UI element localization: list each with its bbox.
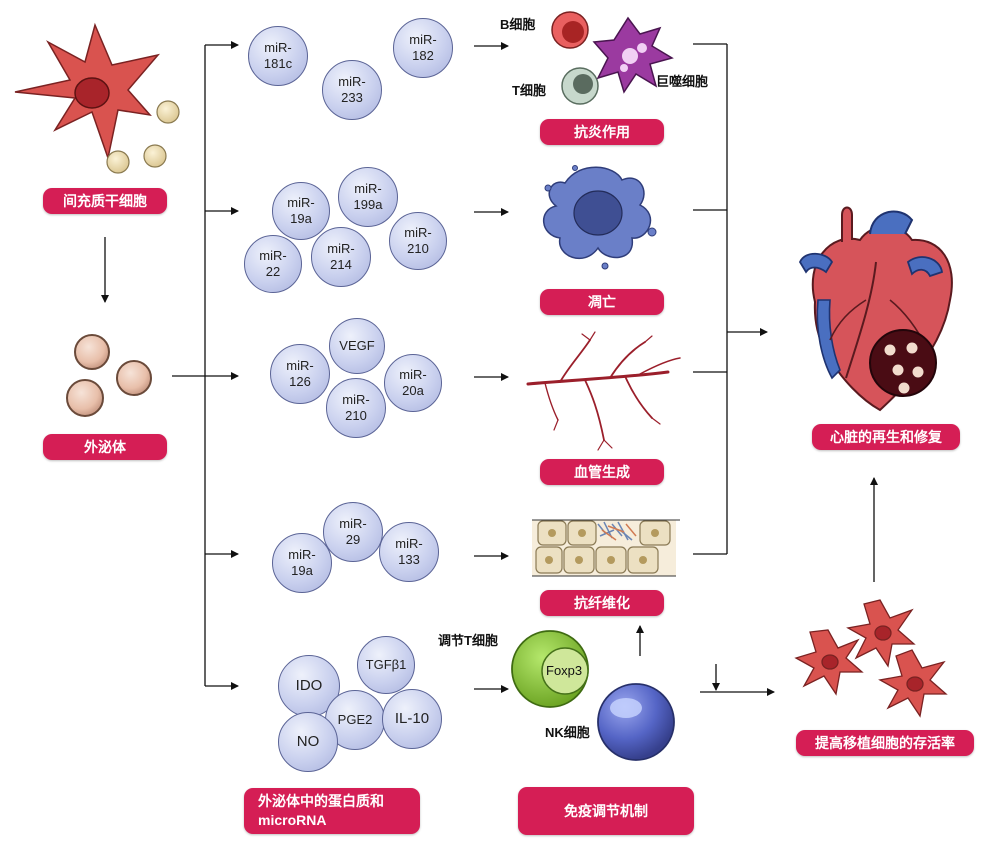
ido-bubble: IDO [278, 655, 340, 717]
heart-repair-label: 心脏的再生和修复 [812, 424, 960, 450]
foxp3-label: Foxp3 [546, 663, 583, 678]
mirna-29-bubble: miR- 29 [323, 502, 383, 562]
mirna-126-bubble: miR- 126 [270, 344, 330, 404]
b-cell-label: B细胞 [500, 17, 536, 32]
mirna-214-bubble: miR- 214 [311, 227, 371, 287]
proteins-mirna-label: 外泌体中的蛋白质和 microRNA [244, 788, 420, 834]
heart-illustration [798, 206, 953, 412]
mirna-133-bubble: miR- 133 [379, 522, 439, 582]
vegf-bubble: VEGF [329, 318, 385, 374]
mirna-19a-fibrosis-bubble: miR- 19a [272, 533, 332, 593]
macrophage-illustration [592, 16, 674, 94]
immune-mechanism-label: 免疫调节机制 [518, 787, 694, 835]
apoptosis-label: 凋亡 [540, 289, 664, 315]
no-bubble: NO [278, 712, 338, 772]
mirna-181c-bubble: miR- 181c [248, 26, 308, 86]
angiogenesis-label: 血管生成 [540, 459, 664, 485]
transplanted-cells-illustration [794, 599, 948, 718]
apoptotic-cell-illustration [543, 165, 657, 270]
nk-cell-illustration [597, 683, 675, 761]
mirna-210-bubble: miR- 210 [389, 212, 447, 270]
nk-cell-label: NK细胞 [545, 725, 590, 740]
tgfb1-bubble: TGFβ1 [357, 636, 415, 694]
fibrosis-tissue-illustration [532, 519, 680, 577]
b-cell-illustration [551, 11, 589, 49]
msc-cell-illustration [14, 22, 180, 174]
t-cell-illustration [561, 67, 599, 105]
treg-label: 调节T细胞 [438, 633, 498, 648]
treg-cell-illustration [511, 630, 589, 708]
t-cell-label: T细胞 [512, 83, 546, 98]
mirna-199a-bubble: miR- 199a [338, 167, 398, 227]
branch-connector [172, 41, 239, 690]
exosome-illustration [66, 334, 152, 417]
mirna-233-bubble: miR- 233 [322, 60, 382, 120]
mirna-20a-bubble: miR- 20a [384, 354, 442, 412]
msc-label: 间充质干细胞 [43, 188, 167, 214]
mirna-19a-bubble: miR- 19a [272, 182, 330, 240]
mirna-182-bubble: miR- 182 [393, 18, 453, 78]
transplant-survival-label: 提高移植细胞的存活率 [796, 730, 974, 756]
blood-vessel-illustration [526, 331, 681, 451]
macrophage-label: 巨噬细胞 [656, 74, 709, 89]
il10-bubble: IL-10 [382, 689, 442, 749]
mirna-22-bubble: miR- 22 [244, 235, 302, 293]
merge-connector [693, 43, 878, 696]
effect-arrows [474, 42, 509, 693]
mirna-210-vegf-bubble: miR- 210 [326, 378, 386, 438]
exosome-label: 外泌体 [43, 434, 167, 460]
anti-fibrosis-label: 抗纤维化 [540, 590, 664, 616]
anti-inflammation-label: 抗炎作用 [540, 119, 664, 145]
